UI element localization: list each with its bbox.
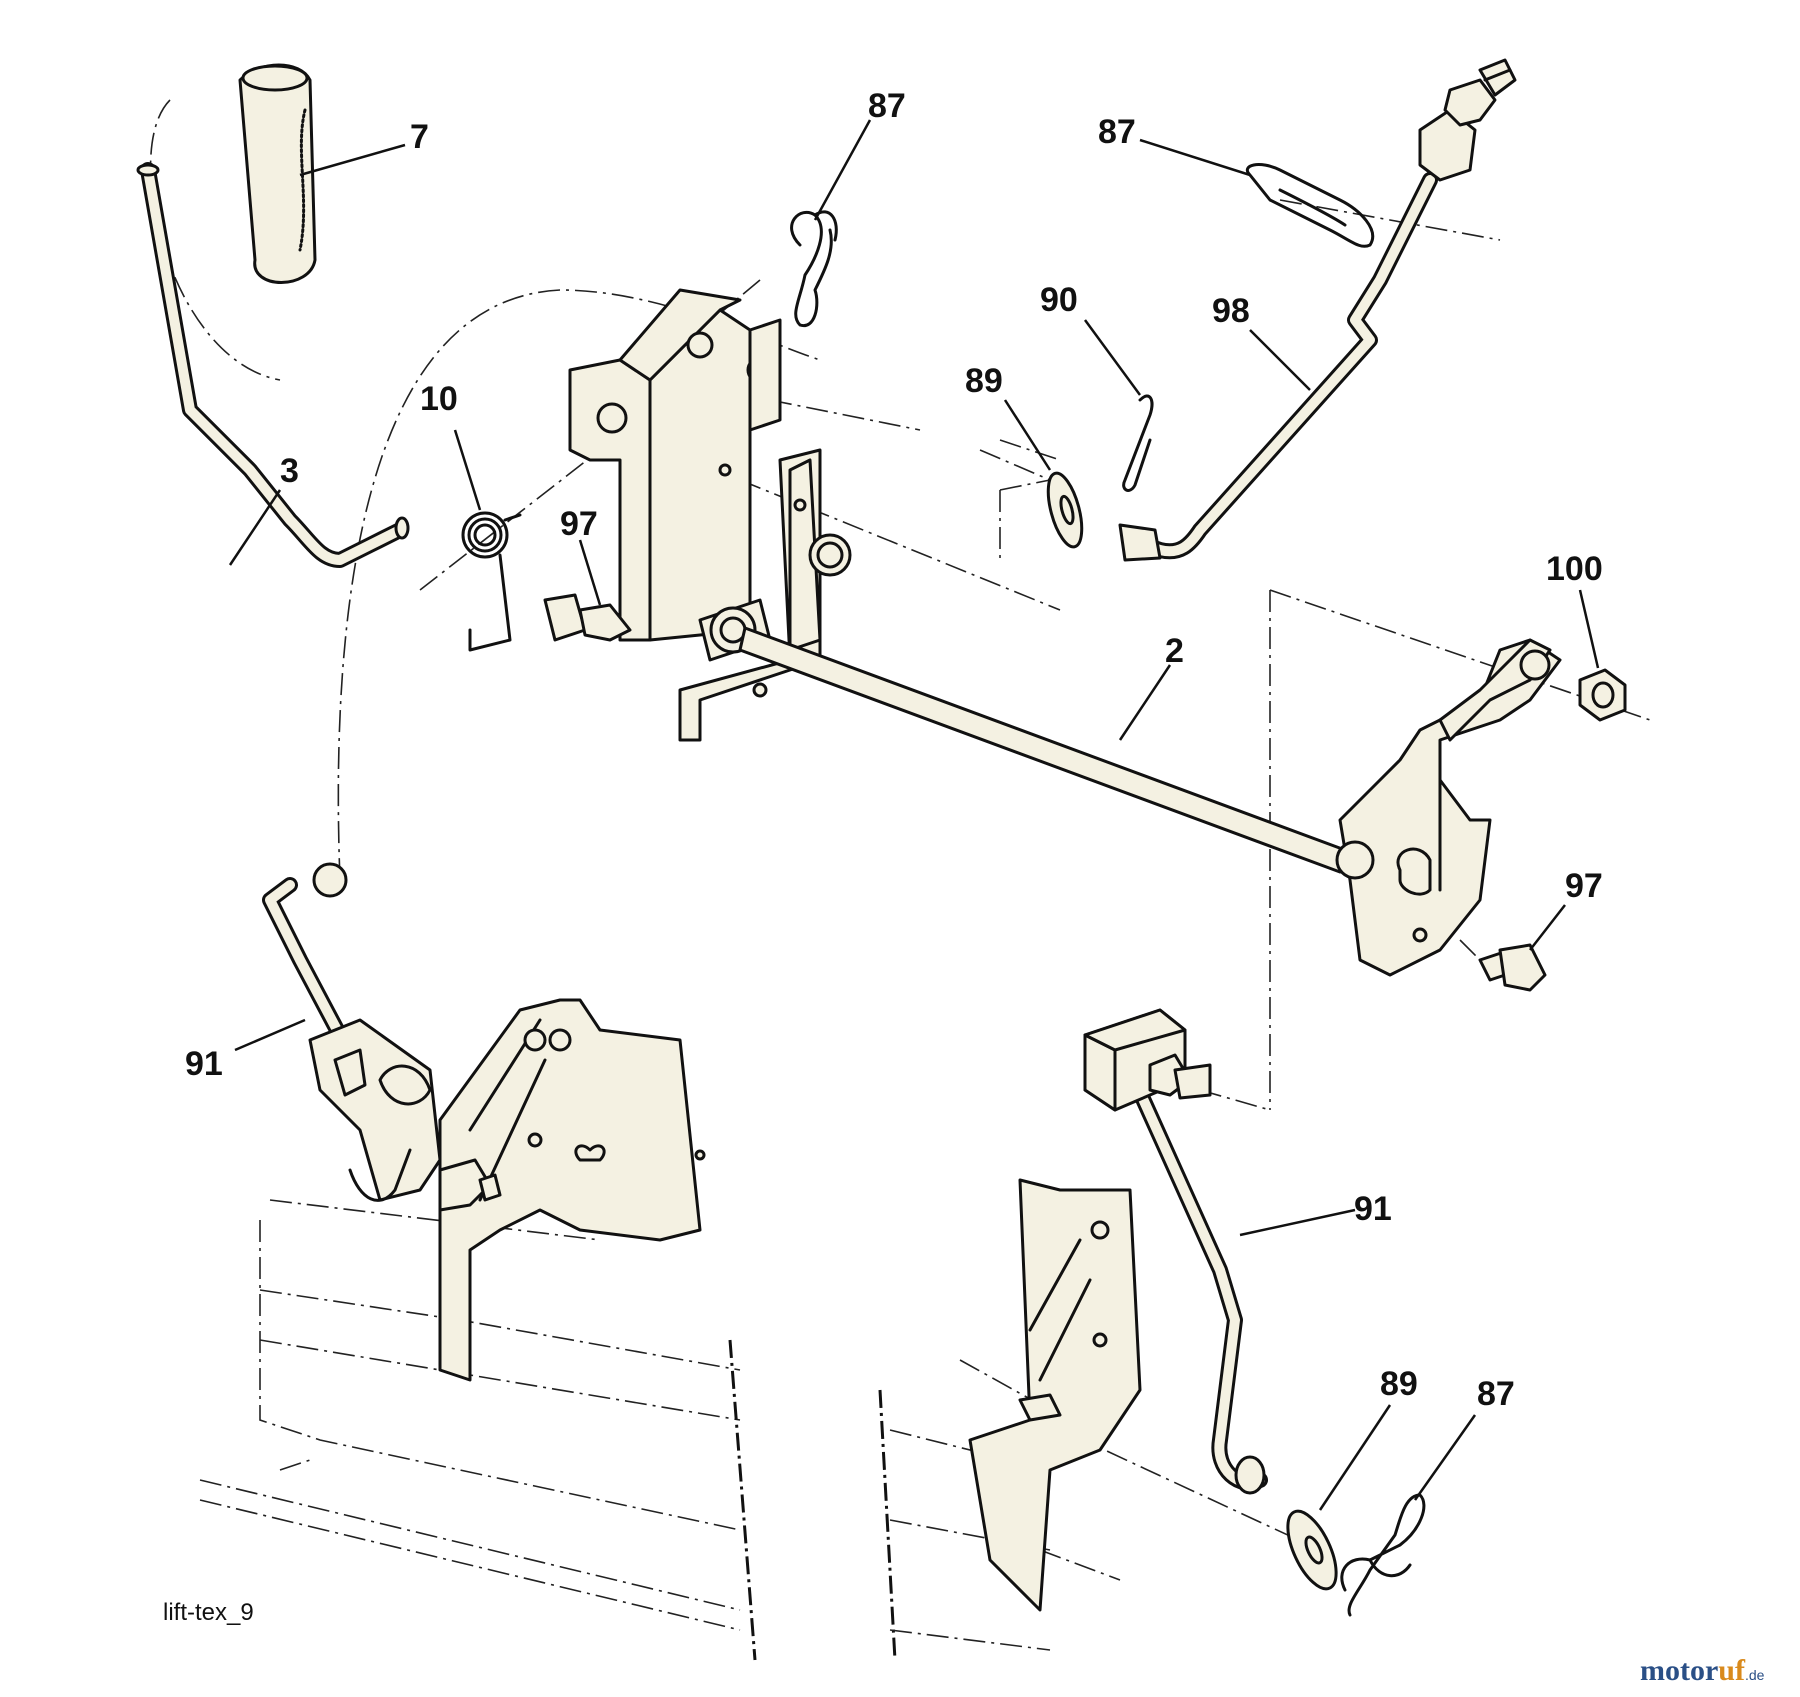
- watermark-part-2: uf: [1718, 1654, 1746, 1687]
- callout-87-right: 87: [1098, 113, 1136, 151]
- flat-washer-bottom: [1286, 1509, 1338, 1591]
- adjustment-rod: [1118, 58, 1517, 562]
- callout-97-right: 97: [1565, 867, 1603, 905]
- right-mounting-bracket: [968, 1178, 1142, 1612]
- hairpin-clip-top: [790, 210, 838, 328]
- callout-87-bottom: 87: [1477, 1375, 1515, 1413]
- lift-link-left: [262, 862, 502, 1212]
- watermark-part-3: .de: [1745, 1667, 1765, 1683]
- callout-2: 2: [1165, 632, 1184, 670]
- lift-arm-right: [1335, 638, 1562, 977]
- shoulder-bolt-right: [1478, 943, 1547, 992]
- lift-link-right: [1083, 1008, 1268, 1495]
- callout-91-left: 91: [185, 1045, 223, 1083]
- callout-87-top: 87: [868, 87, 906, 125]
- leader-lines: [228, 119, 1600, 1511]
- callout-91-right: 91: [1354, 1190, 1392, 1228]
- svg-text:motoruf.de: motoruf.de: [1640, 1654, 1765, 1687]
- handle-grip: [238, 63, 317, 284]
- drawing-code: lift-tex_9: [163, 1599, 254, 1626]
- left-mounting-bracket: [438, 998, 706, 1382]
- lift-lever: [136, 162, 410, 568]
- callout-90: 90: [1040, 281, 1078, 319]
- callout-98: 98: [1212, 292, 1250, 330]
- torsion-spring: [461, 511, 522, 652]
- hairpin-clip-bottom: [1340, 1493, 1426, 1617]
- deck-outline-right: [878, 1389, 1121, 1661]
- watermark-part-1: motor: [1640, 1654, 1718, 1687]
- hex-nut: [1578, 668, 1627, 722]
- shoulder-bolt-left: [543, 593, 632, 642]
- cotter-pin: [1122, 394, 1154, 492]
- callout-97-left: 97: [560, 505, 598, 543]
- callout-10: 10: [420, 380, 458, 418]
- lift-bracket: [568, 288, 852, 742]
- callout-89-top: 89: [965, 362, 1003, 400]
- watermark-logo: motoruf.de: [1640, 1654, 1765, 1687]
- cross-shaft: [738, 626, 1347, 874]
- callout-3: 3: [280, 452, 299, 490]
- callout-89-bottom: 89: [1380, 1365, 1418, 1403]
- flat-washer-top: [1046, 471, 1084, 549]
- hairpin-clip-right: [1246, 163, 1375, 248]
- deck-outline-left: [199, 1199, 757, 1661]
- callout-7: 7: [410, 118, 429, 156]
- callout-labels: 7 3 10 97 87 87 90 89 98 2 100 97 91 91 …: [185, 87, 1603, 1413]
- callout-100: 100: [1546, 550, 1603, 588]
